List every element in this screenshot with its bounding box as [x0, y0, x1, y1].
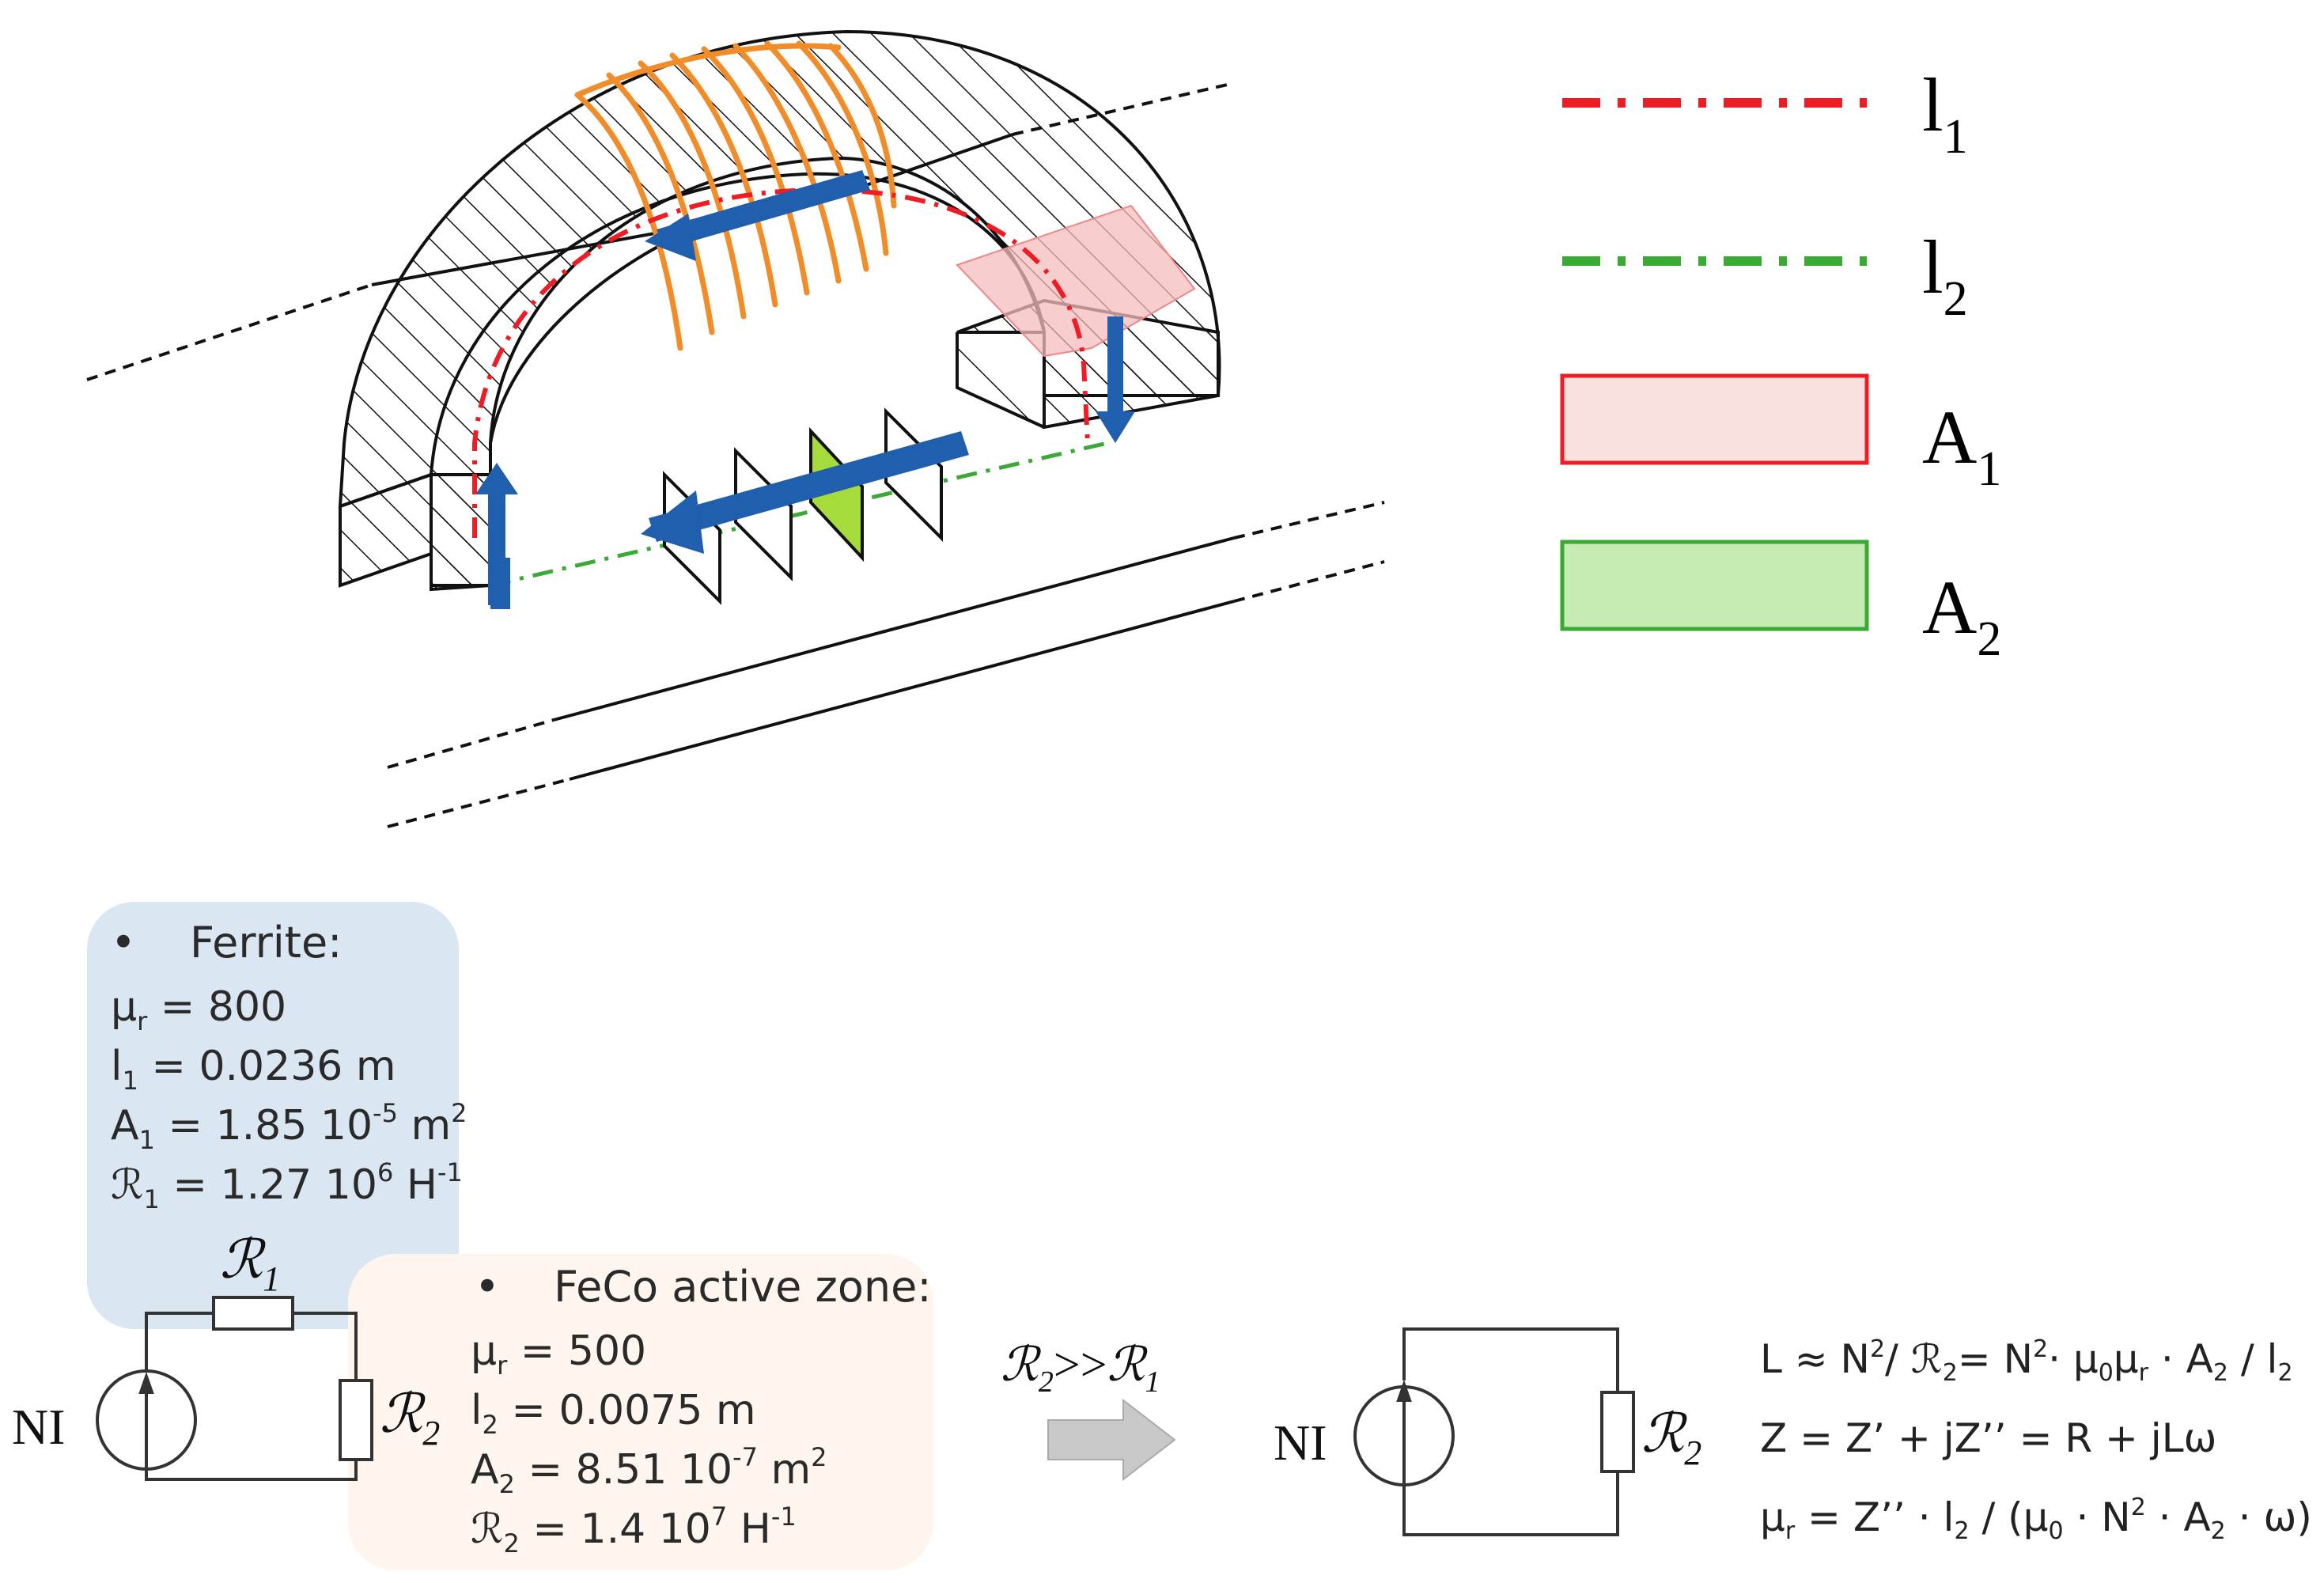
core-left-foot: [339, 473, 492, 592]
core-outer-arch: [338, 29, 1221, 587]
circuit-right: [1353, 1327, 1635, 1536]
feco-l2: l2 = 0.0075 m: [471, 1387, 756, 1440]
equations: L ≈ N2/ ℛ2= N2· μ0μr · A2 / l2 Z = Z’ + …: [1760, 1335, 2312, 1545]
r2-label-right: ℛ2: [1641, 1403, 1701, 1472]
resistor-r2: [339, 1379, 373, 1461]
equation-permeability: μr = Z’’ · l2 / (μ0 · N2 · A2 · ω): [1760, 1494, 2312, 1545]
feco-a2: A2 = 8.51 10-7 m2: [471, 1442, 827, 1499]
circuit-left: [96, 1296, 373, 1481]
condition-label: ℛ2>>ℛ1: [1001, 1339, 1160, 1399]
legend-l1-label: l1: [1922, 62, 1968, 164]
source-label-left: NI: [12, 1399, 66, 1455]
cross-section-a1: [956, 204, 1196, 358]
resistor-r1: [212, 1296, 294, 1331]
ferrite-core-3d: [86, 29, 1385, 828]
ferrite-mu: μr = 800: [111, 983, 286, 1036]
r2-label-left: ℛ2: [380, 1384, 440, 1452]
ferrite-heading: Ferrite:: [190, 918, 342, 968]
ferrite-bullet: •: [111, 918, 136, 968]
legend-l2-label: l2: [1922, 225, 1968, 326]
feco-heading: FeCo active zone:: [554, 1262, 932, 1312]
legend-a2-swatch: [1560, 540, 1869, 631]
feco-bullet: •: [475, 1262, 500, 1312]
equation-impedance: Z = Z’ + jZ’’ = R + jLω: [1760, 1415, 2216, 1461]
feco-mu: μr = 500: [471, 1327, 646, 1380]
legend: l1 l2 A1 A2: [1560, 62, 2001, 666]
flux-arrows: [475, 170, 1135, 609]
feco-params: • FeCo active zone: μr = 500 l2 = 0.0075…: [471, 1262, 932, 1558]
path-l2: [490, 441, 1108, 588]
feco-info-box: [348, 1254, 933, 1570]
legend-a1-label: A1: [1922, 395, 2001, 496]
legend-a2-label: A2: [1922, 565, 2001, 666]
equation-inductance: L ≈ N2/ ℛ2= N2· μ0μr · A2 / l2: [1760, 1335, 2293, 1387]
ferrite-info-box: [87, 902, 459, 1329]
source-label-right: NI: [1274, 1414, 1327, 1471]
core-inner-arch: [430, 172, 1046, 475]
feco-r2: ℛ2 = 1.4 107 H-1: [471, 1502, 797, 1558]
ferrite-params: • Ferrite: μr = 800 l1 = 0.0236 m A1 = 1…: [111, 918, 467, 1214]
simplification-arrow: [1047, 1398, 1176, 1482]
legend-a1-swatch: [1560, 373, 1869, 465]
r1-label: ℛ1: [220, 1229, 280, 1298]
coil-windings: [574, 40, 897, 351]
ferrite-l1: l1 = 0.0236 m: [111, 1043, 396, 1096]
ferrite-r1: ℛ1 = 1.27 106 H-1: [111, 1157, 463, 1214]
ferrite-a1: A1 = 1.85 10-5 m2: [111, 1098, 467, 1155]
resistor-r2-right: [1600, 1391, 1635, 1473]
